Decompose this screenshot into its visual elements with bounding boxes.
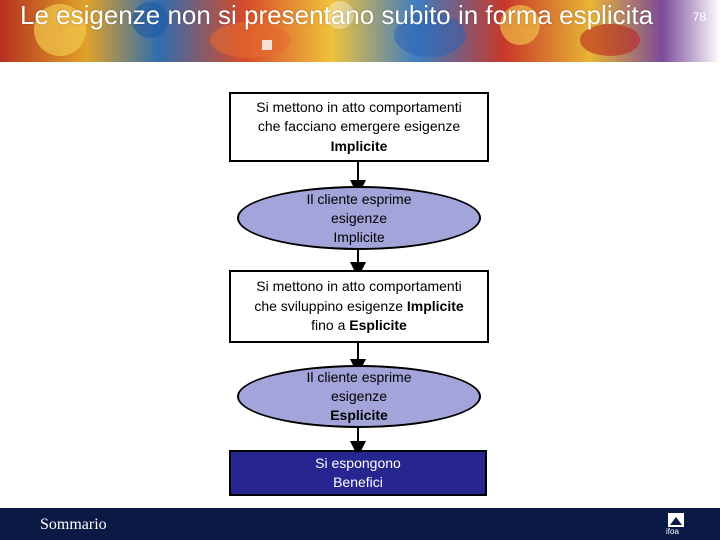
ifoa-logo-icon — [668, 513, 684, 527]
footer-bar: Sommario ifoa — [0, 508, 720, 540]
step1-line2: che facciano emergere esigenze — [257, 118, 461, 135]
step2-line2: esigenze — [330, 209, 388, 226]
step3-line1: Si mettono in atto comportamenti — [256, 278, 462, 295]
step-ellipse-4: Il cliente esprime esigenze Esplicite — [237, 365, 481, 428]
step4-line2: esigenze — [330, 388, 388, 404]
step-box-1: Si mettono in atto comportamenti che fac… — [229, 92, 489, 162]
step-ellipse-2: Il cliente esprime esigenze Implicite — [237, 186, 481, 250]
step3-line3a: fino a — [311, 317, 350, 334]
step5-line1: Si espongono — [315, 454, 401, 471]
step5-line2: Benefici — [333, 474, 383, 490]
step-box-5: Si espongono Benefici — [229, 450, 487, 496]
step3-line2b: Implicite — [406, 297, 464, 314]
sommario-link[interactable]: Sommario — [40, 516, 107, 533]
step2-line3: Implicite — [333, 228, 385, 245]
step3-line3b: Esplicite — [349, 317, 407, 334]
banner-artwork — [34, 1, 640, 58]
header-banner: Le esigenze non si presentano subito in … — [0, 0, 720, 62]
step3-line2a: che sviluppino esigenze — [254, 297, 407, 314]
step1-line1: Si mettono in atto comportamenti — [256, 98, 462, 115]
logo-text: ifoa — [666, 527, 679, 536]
page-number: 78 — [692, 10, 706, 24]
step1-line3: Implicite — [330, 137, 388, 154]
page-title: Le esigenze non si presentano subito in … — [20, 0, 654, 30]
step-box-3: Si mettono in atto comportamenti che svi… — [229, 270, 489, 343]
step4-line3: Esplicite — [330, 407, 388, 423]
step2-line1: Il cliente esprime — [306, 190, 412, 207]
step4-line1: Il cliente esprime — [306, 369, 412, 385]
